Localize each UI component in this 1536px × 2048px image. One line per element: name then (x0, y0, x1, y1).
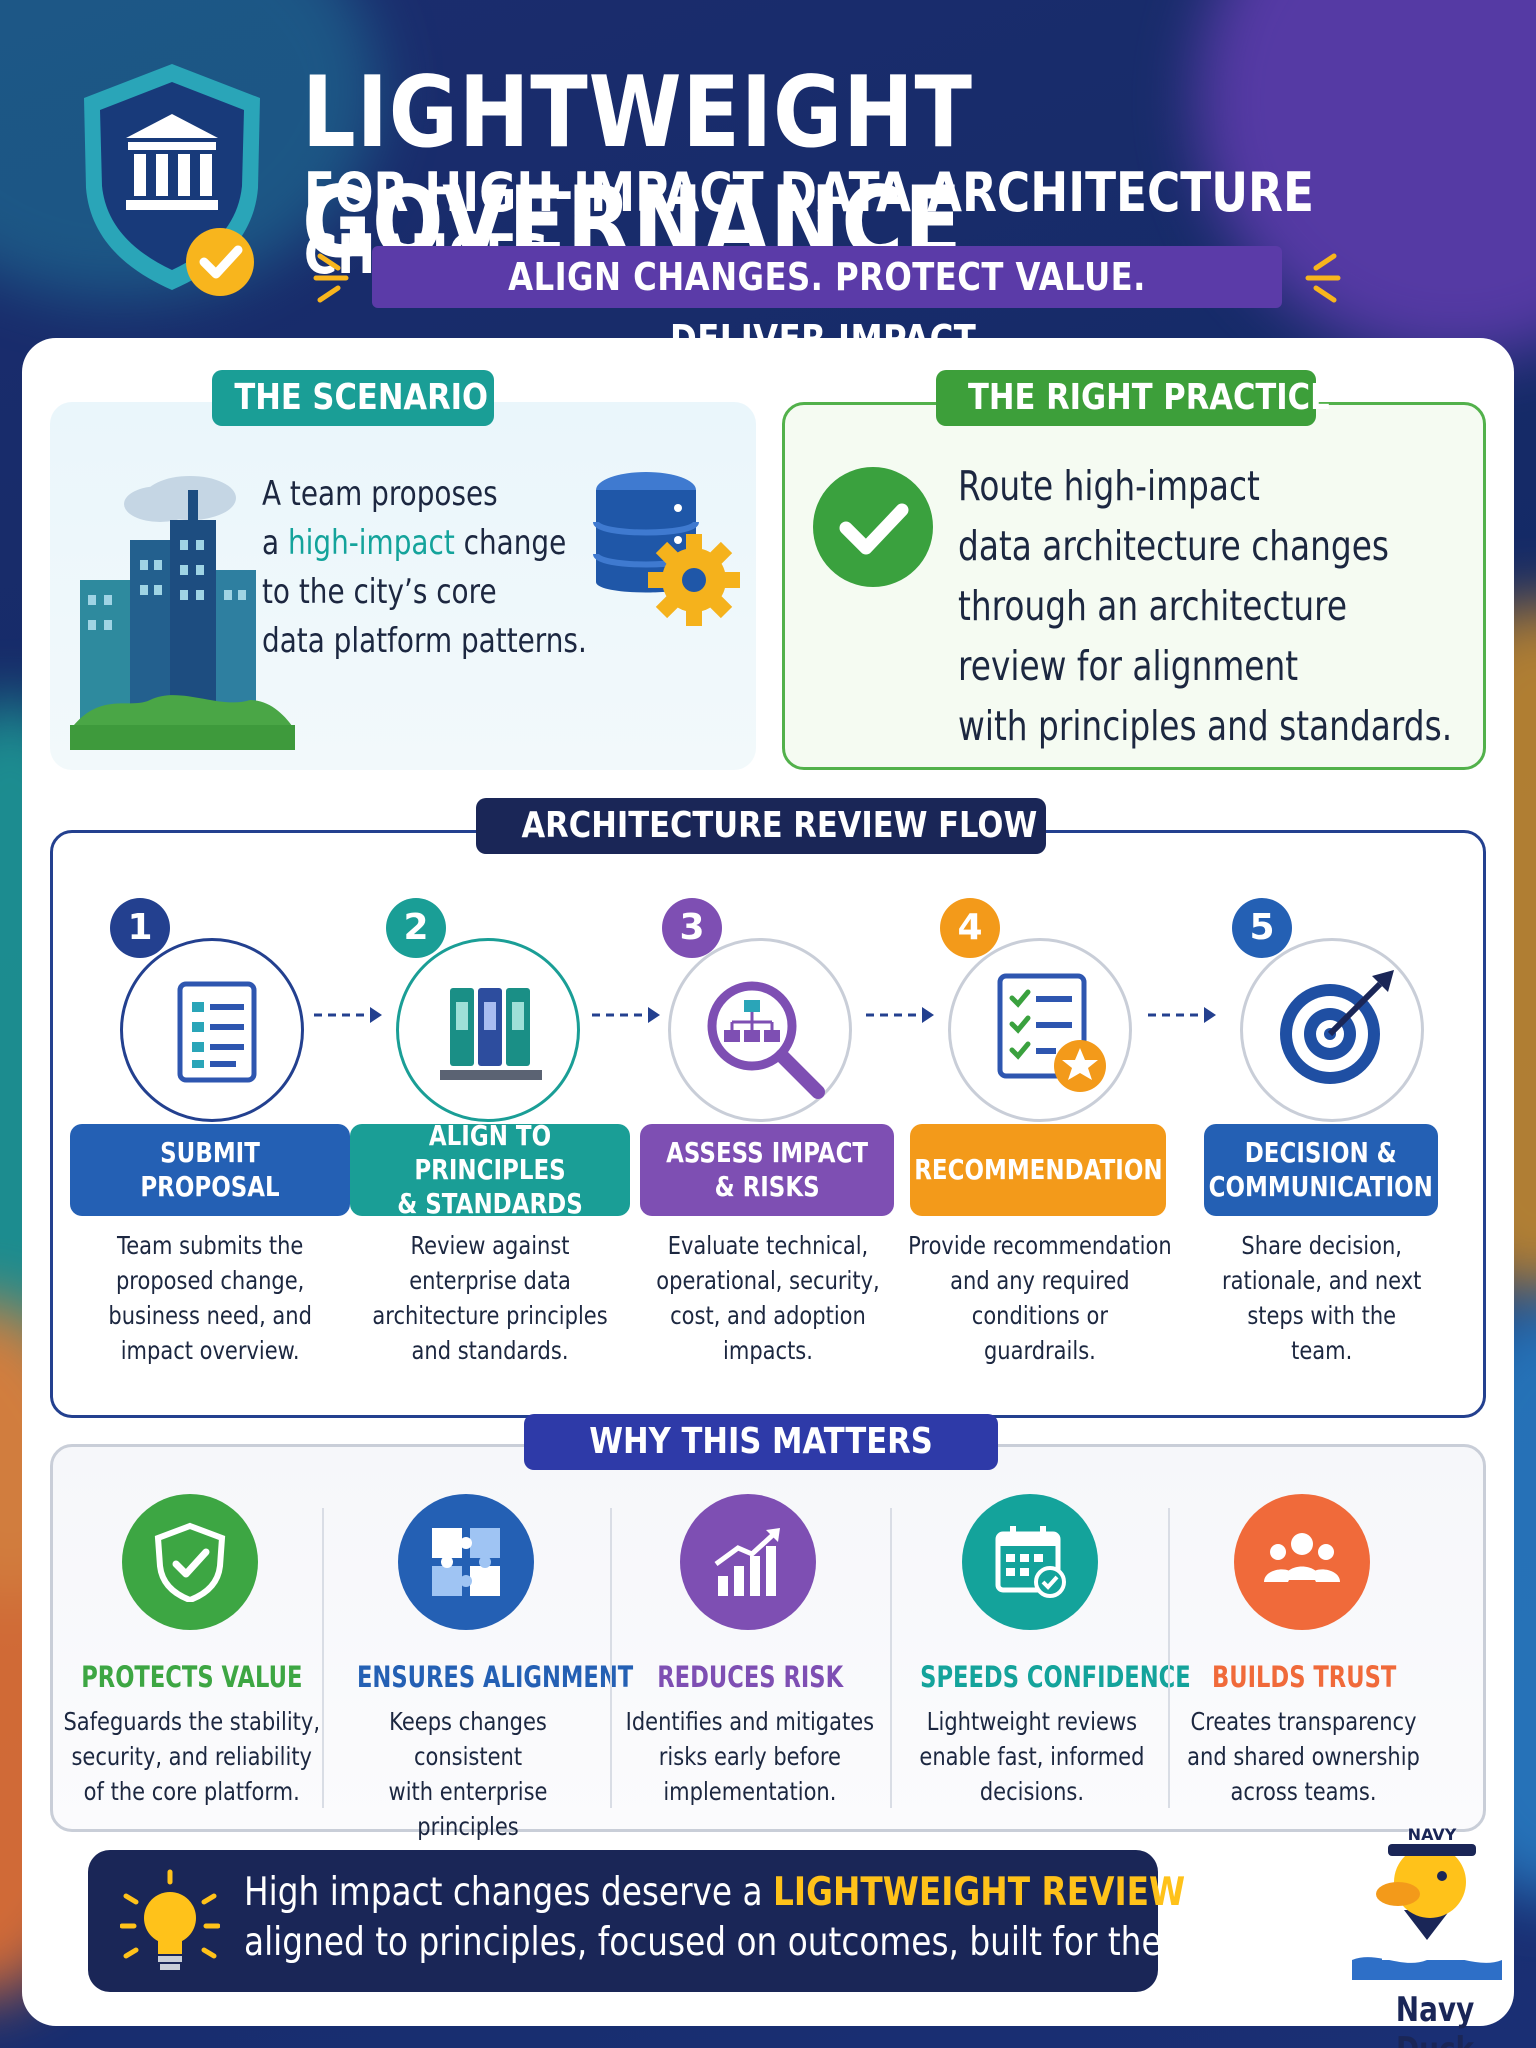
why-item-ensures-alignment: ENSURES ALIGNMENT Keeps changes consiste… (328, 1494, 633, 1876)
flow-heading: ARCHITECTURE REVIEW FLOW (476, 798, 1046, 854)
bottom-banner (88, 1850, 1158, 1992)
step-description: Evaluate technical, operational, securit… (656, 1231, 880, 1365)
practice-text: Route high-impact data architecture chan… (958, 456, 1478, 756)
flow-step-5: 5 DECISION & COMMUNICATION Share decisio… (1186, 898, 1466, 1398)
step-description: Review against enterprise data architect… (372, 1231, 608, 1365)
why-item-speeds-confidence: SPEEDS CONFIDENCE Lightweight reviews en… (892, 1494, 1191, 1814)
why-heading: WHY THIS MATTERS (524, 1414, 998, 1470)
practice-line-2: data architecture changes (958, 522, 1389, 570)
practice-line-5: with principles and standards. (958, 702, 1453, 750)
rising-chart-icon (714, 1528, 780, 1596)
duck-hat-text: NAVY (1408, 1825, 1457, 1844)
scenario-line-1: A team proposes (262, 474, 498, 514)
flow-arrow-icon (314, 1007, 382, 1023)
lightbulb-icon (120, 1869, 220, 1970)
team-people-icon (1264, 1533, 1340, 1582)
tagline: ALIGN CHANGES. PROTECT VALUE. DELIVER IM… (372, 246, 1282, 361)
why-description: Safeguards the stability, security, and … (63, 1707, 321, 1806)
step-description: Team submits the proposed change, busine… (108, 1231, 312, 1365)
divider (322, 1508, 324, 1808)
why-title: BUILDS TRUST (1211, 1660, 1397, 1694)
scenario-line-4: data platform patterns. (262, 621, 587, 661)
step-description: Provide recommendation and any required … (908, 1231, 1172, 1365)
divider (610, 1508, 612, 1808)
scenario-line-2: a high-impact change (262, 523, 567, 563)
why-item-builds-trust: BUILDS TRUST Creates transparency and sh… (1164, 1494, 1444, 1814)
why-title: PROTECTS VALUE (81, 1660, 303, 1694)
why-description: Creates transparency and shared ownershi… (1187, 1707, 1421, 1806)
header: LIGHTWEIGHT GOVERNANCE FOR HIGH-IMPACT D… (0, 0, 1536, 361)
step-description: Share decision, rationale, and next step… (1222, 1231, 1422, 1365)
target-icon (1280, 970, 1394, 1084)
page-subtitle: FOR HIGH-IMPACT DATA ARCHITECTURE CHANGE… (304, 161, 1314, 286)
binders-icon (440, 988, 542, 1080)
flow-step-4: 4 RECOMMENDATION Provide recommendation … (904, 898, 1184, 1398)
step-number: 1 (110, 898, 170, 958)
banner-text: High impact changes deserve a LIGHTWEIGH… (244, 1868, 1238, 1968)
why-item-protects-value: PROTECTS VALUE Safeguards the stability,… (52, 1494, 332, 1814)
divider (890, 1508, 892, 1808)
spark-right-icon (1305, 253, 1341, 303)
flow-arrow-icon (1148, 1007, 1216, 1023)
scenario-line-3: to the city’s core (262, 572, 497, 612)
mascot-name: Navy Duck (1395, 1990, 1475, 2048)
shield-check-icon (154, 1522, 226, 1602)
practice-line-1: Route high-impact (958, 462, 1260, 510)
banner-line-1: High impact changes deserve a LIGHTWEIGH… (244, 1870, 1218, 1915)
why-description: Identifies and mitigates risks early bef… (625, 1707, 875, 1806)
step-label: ALIGN TO PRINCIPLES & STANDARDS (350, 1119, 630, 1220)
step-number: 5 (1232, 898, 1292, 958)
tagline-group: ALIGN CHANGES. PROTECT VALUE. DELIVER IM… (312, 246, 1342, 361)
step-number: 4 (940, 898, 1000, 958)
divider (1168, 1508, 1170, 1808)
banner-highlight: LIGHTWEIGHT REVIEW (773, 1870, 1186, 1915)
flow-step-1: 1 SUBMIT PROPOSAL Team submits the propo… (70, 898, 350, 1398)
why-title: ENSURES ALIGNMENT (356, 1660, 634, 1694)
governance-shield-icon (84, 64, 260, 296)
navy-duck-mascot-icon: NAVY (1352, 1825, 1502, 1980)
flow-arrow-icon (592, 1007, 660, 1023)
step-label: RECOMMENDATION (910, 1124, 1166, 1216)
scenario-heading: THE SCENARIO (212, 370, 494, 426)
practice-line-4: review for alignment (958, 642, 1299, 690)
why-title: SPEEDS CONFIDENCE (920, 1660, 1191, 1694)
check-circle-icon (813, 467, 933, 587)
step-label: ASSESS IMPACT & RISKS (640, 1124, 894, 1216)
practice-heading: THE RIGHT PRACTICE (936, 370, 1331, 426)
calendar-check-icon (995, 1526, 1066, 1598)
practice-line-3: through an architecture (958, 582, 1348, 630)
spark-left-icon (313, 253, 349, 303)
step-number: 2 (386, 898, 446, 958)
puzzle-icon (432, 1528, 500, 1596)
scenario-text: A team proposes a high-impact change to … (262, 470, 622, 666)
step-label: SUBMIT PROPOSAL (70, 1124, 350, 1216)
flow-step-2: 2 ALIGN TO PRINCIPLES & STANDARDS Review… (350, 898, 630, 1398)
step-number: 3 (662, 898, 722, 958)
database-gear-icon (593, 472, 740, 626)
city-skyline-icon (70, 476, 295, 750)
why-description: Lightweight reviews enable fast, informe… (919, 1707, 1145, 1806)
step-label: DECISION & COMMUNICATION (1204, 1124, 1438, 1216)
banner-line-2: aligned to principles, focused on outcom… (244, 1920, 1238, 1965)
magnifier-hierarchy-icon (707, 981, 825, 1099)
flow-arrow-icon (866, 1007, 934, 1023)
scenario-highlight: high-impact (287, 523, 455, 563)
flow-step-3: 3 ASSESS IMPACT & RISKS Evaluate technic… (628, 898, 908, 1398)
why-title: REDUCES RISK (657, 1660, 843, 1694)
checklist-star-icon (997, 973, 1106, 1092)
why-item-reduces-risk: REDUCES RISK Identifies and mitigates ri… (610, 1494, 890, 1814)
proposal-document-icon (177, 981, 257, 1083)
